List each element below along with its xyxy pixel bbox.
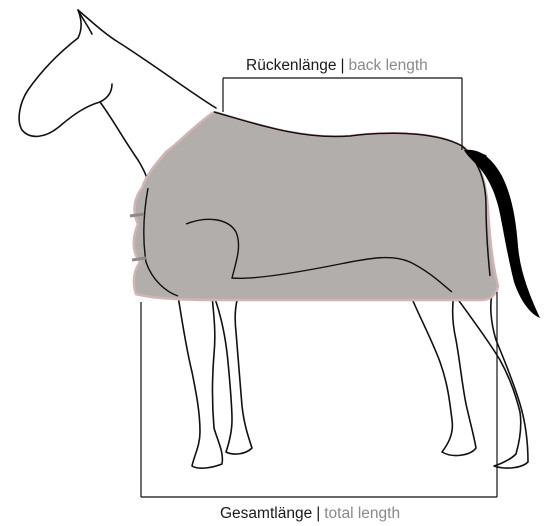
back-length-label: Rückenlänge| back length [243, 57, 431, 75]
total-length-label: Gesamtlänge|total length [217, 505, 403, 523]
back-length-label-german: Rückenlänge [246, 57, 336, 74]
back-length-label-english: back length [349, 57, 428, 74]
total-length-dimension [141, 292, 497, 497]
total-length-label-german: Gesamtlänge [220, 505, 312, 522]
rug-shape [134, 112, 498, 300]
total-length-label-separator: | [316, 505, 320, 522]
total-length-label-english: total length [324, 505, 400, 522]
back-length-label-separator: | [340, 57, 344, 74]
horse-rug [130, 112, 498, 300]
